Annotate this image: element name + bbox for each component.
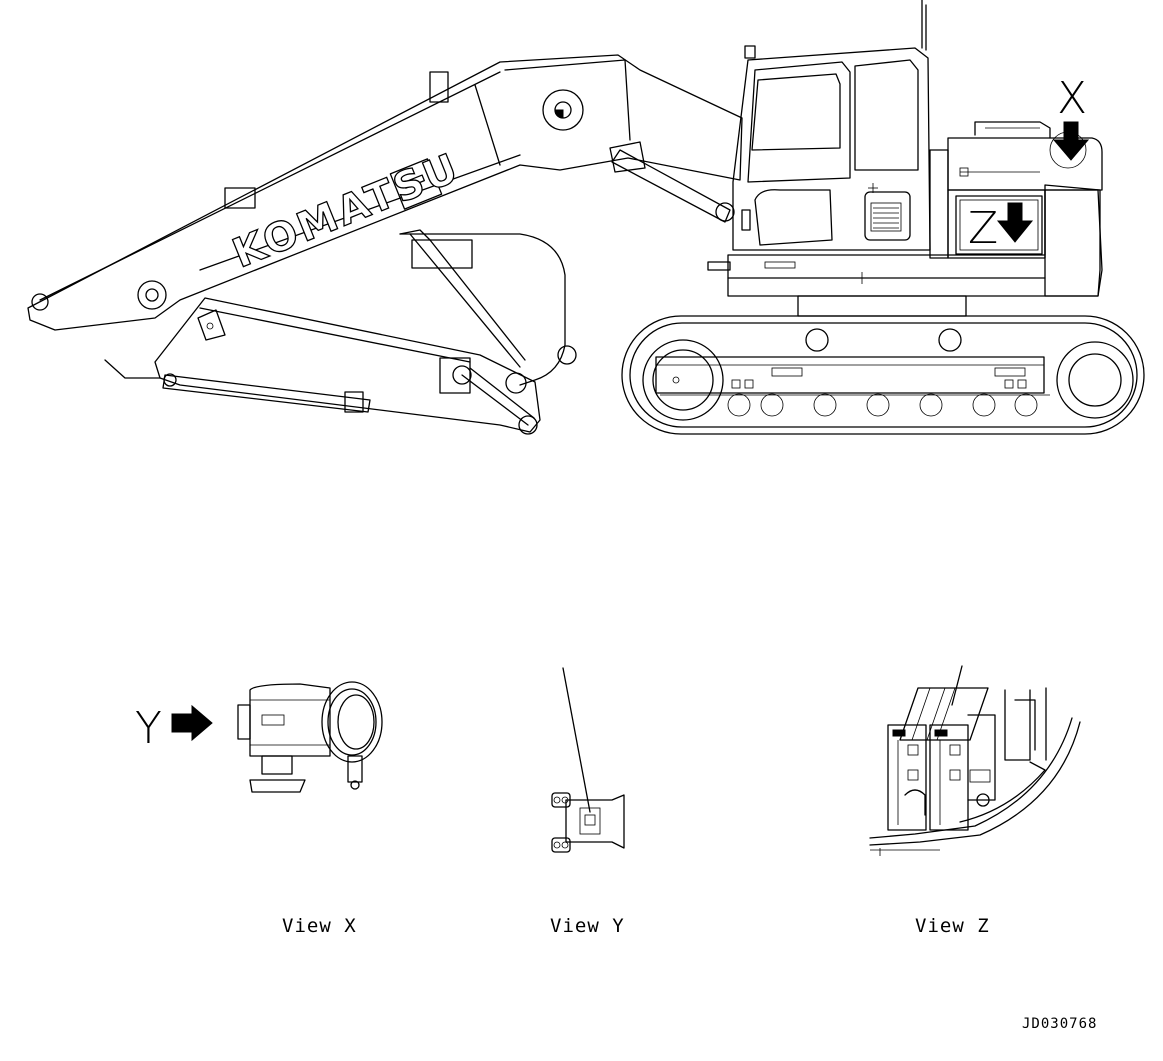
view-y-label: View Y [550,915,625,937]
callout-x: X [1049,73,1090,169]
track-assembly [621,315,1145,435]
view-y-drawing [551,667,625,853]
operator-cab [732,0,931,251]
arrow-down-icon [1052,121,1090,161]
drawing-number: JD030768 [1022,1016,1097,1032]
callout-z: Z [959,199,1039,254]
callout-z-letter: Z [968,203,998,254]
view-z-label: View Z [915,915,990,937]
arm-cylinder [162,373,371,413]
boom-cylinder [609,141,735,223]
view-x-label: View X [282,915,357,937]
arrow-down-icon [996,202,1034,243]
upper-structure [707,121,1103,297]
arrow-right-icon [171,704,213,742]
callout-x-letter: X [1057,73,1087,124]
bucket [399,229,577,386]
arm [104,297,541,435]
brand-logo-text: KOMATSU [227,145,467,278]
view-z-drawing [869,665,1081,856]
view-x-drawing: Y [135,681,383,793]
swing-bearing [797,295,967,317]
callout-y-letter: Y [135,703,162,754]
boom: KOMATSU [27,54,743,331]
